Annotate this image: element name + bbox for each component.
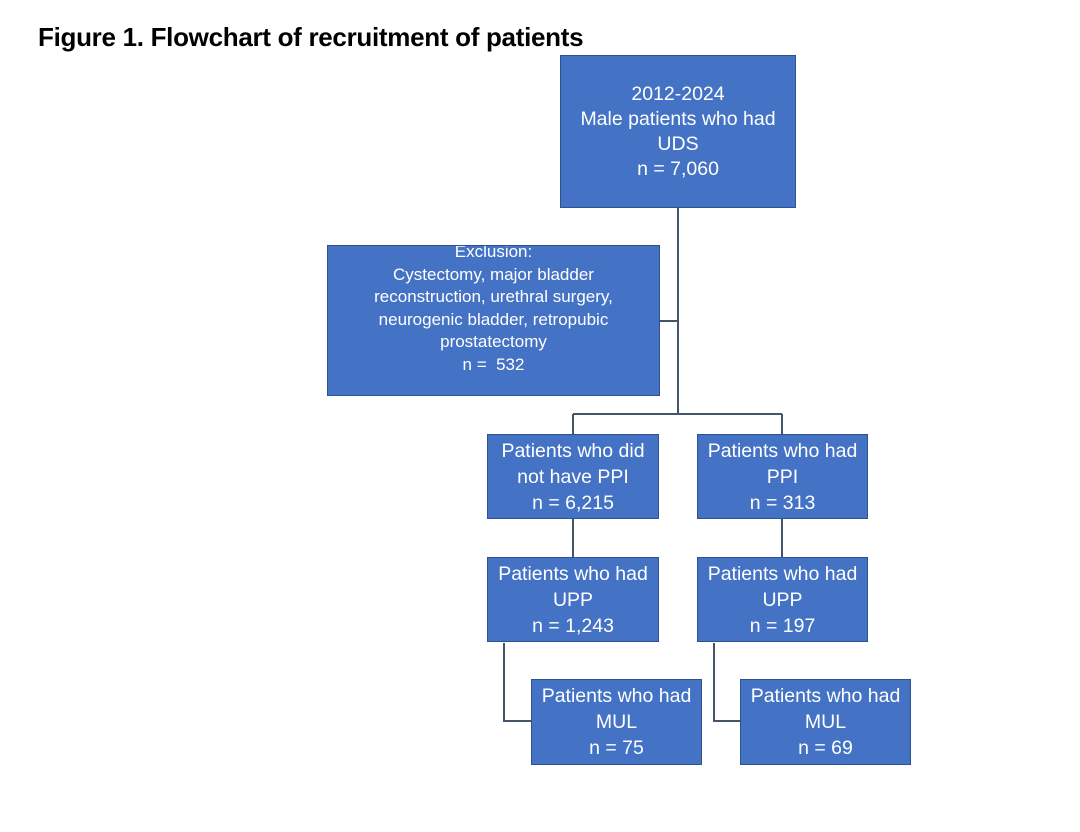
box-ppi-upp-line-3: n = 197 xyxy=(749,614,816,637)
box-no-ppi-mul: Patients who had MUL n = 75 xyxy=(531,679,702,765)
box-exclusion-line-3: reconstruction, urethral surgery, xyxy=(374,287,613,306)
box-no-ppi-mul-line-2: MUL xyxy=(595,711,638,733)
box-ppi-mul-line-3: n = 69 xyxy=(798,737,853,759)
box-ppi: Patients who had PPI n = 313 xyxy=(697,434,868,519)
box-no-ppi-upp-line-3: n = 1,243 xyxy=(532,614,614,637)
box-exclusion-line-2: Cystectomy, major bladder xyxy=(393,264,594,284)
box-total-line-3: UDS xyxy=(657,132,699,155)
box-ppi-upp-line-2: UPP xyxy=(762,588,803,611)
box-total-line-4: n = 7,060 xyxy=(637,157,719,180)
box-ppi-mul: Patients who had MUL n = 69 xyxy=(740,679,911,765)
box-exclusion-line-4: neurogenic bladder, retropubic xyxy=(378,309,609,329)
box-total-line-1: 2012-2024 xyxy=(631,82,725,105)
box-no-ppi-line-1: Patients who did xyxy=(501,439,645,462)
box-ppi-line-2: PPI xyxy=(766,465,799,488)
box-no-ppi-mul-line-1: Patients who had xyxy=(541,685,692,707)
box-no-ppi: Patients who did not have PPI n = 6,215 xyxy=(487,434,659,519)
box-exclusion-line-1: Exclusion: xyxy=(454,245,533,261)
box-ppi-mul-line-1: Patients who had xyxy=(750,685,901,707)
box-exclusion-line-6: n = 532 xyxy=(462,354,525,374)
box-ppi-upp-line-1: Patients who had xyxy=(707,562,858,585)
box-no-ppi-line-2: not have PPI xyxy=(517,465,629,488)
box-exclusion: Exclusion: Cystectomy, major bladder rec… xyxy=(327,245,660,396)
box-no-ppi-line-3: n = 6,215 xyxy=(532,491,614,514)
box-ppi-mul-line-2: MUL xyxy=(804,711,847,733)
connector-no-ppi-mul xyxy=(503,643,531,722)
box-ppi-upp: Patients who had UPP n = 197 xyxy=(697,557,868,642)
connector-ppi-mul xyxy=(713,643,740,722)
box-no-ppi-upp-line-1: Patients who had xyxy=(498,562,648,585)
figure-title: Figure 1. Flowchart of recruitment of pa… xyxy=(38,22,584,52)
box-ppi-line-1: Patients who had xyxy=(707,439,858,462)
box-no-ppi-upp: Patients who had UPP n = 1,243 xyxy=(487,557,659,642)
box-no-ppi-mul-line-3: n = 75 xyxy=(589,737,644,759)
box-exclusion-line-5: prostatectomy xyxy=(440,332,547,351)
box-no-ppi-upp-line-2: UPP xyxy=(552,588,594,611)
box-total-patients: 2012-2024 Male patients who had UDS n = … xyxy=(560,55,796,208)
box-total-line-2: Male patients who had xyxy=(580,107,776,130)
box-ppi-line-3: n = 313 xyxy=(749,491,816,514)
